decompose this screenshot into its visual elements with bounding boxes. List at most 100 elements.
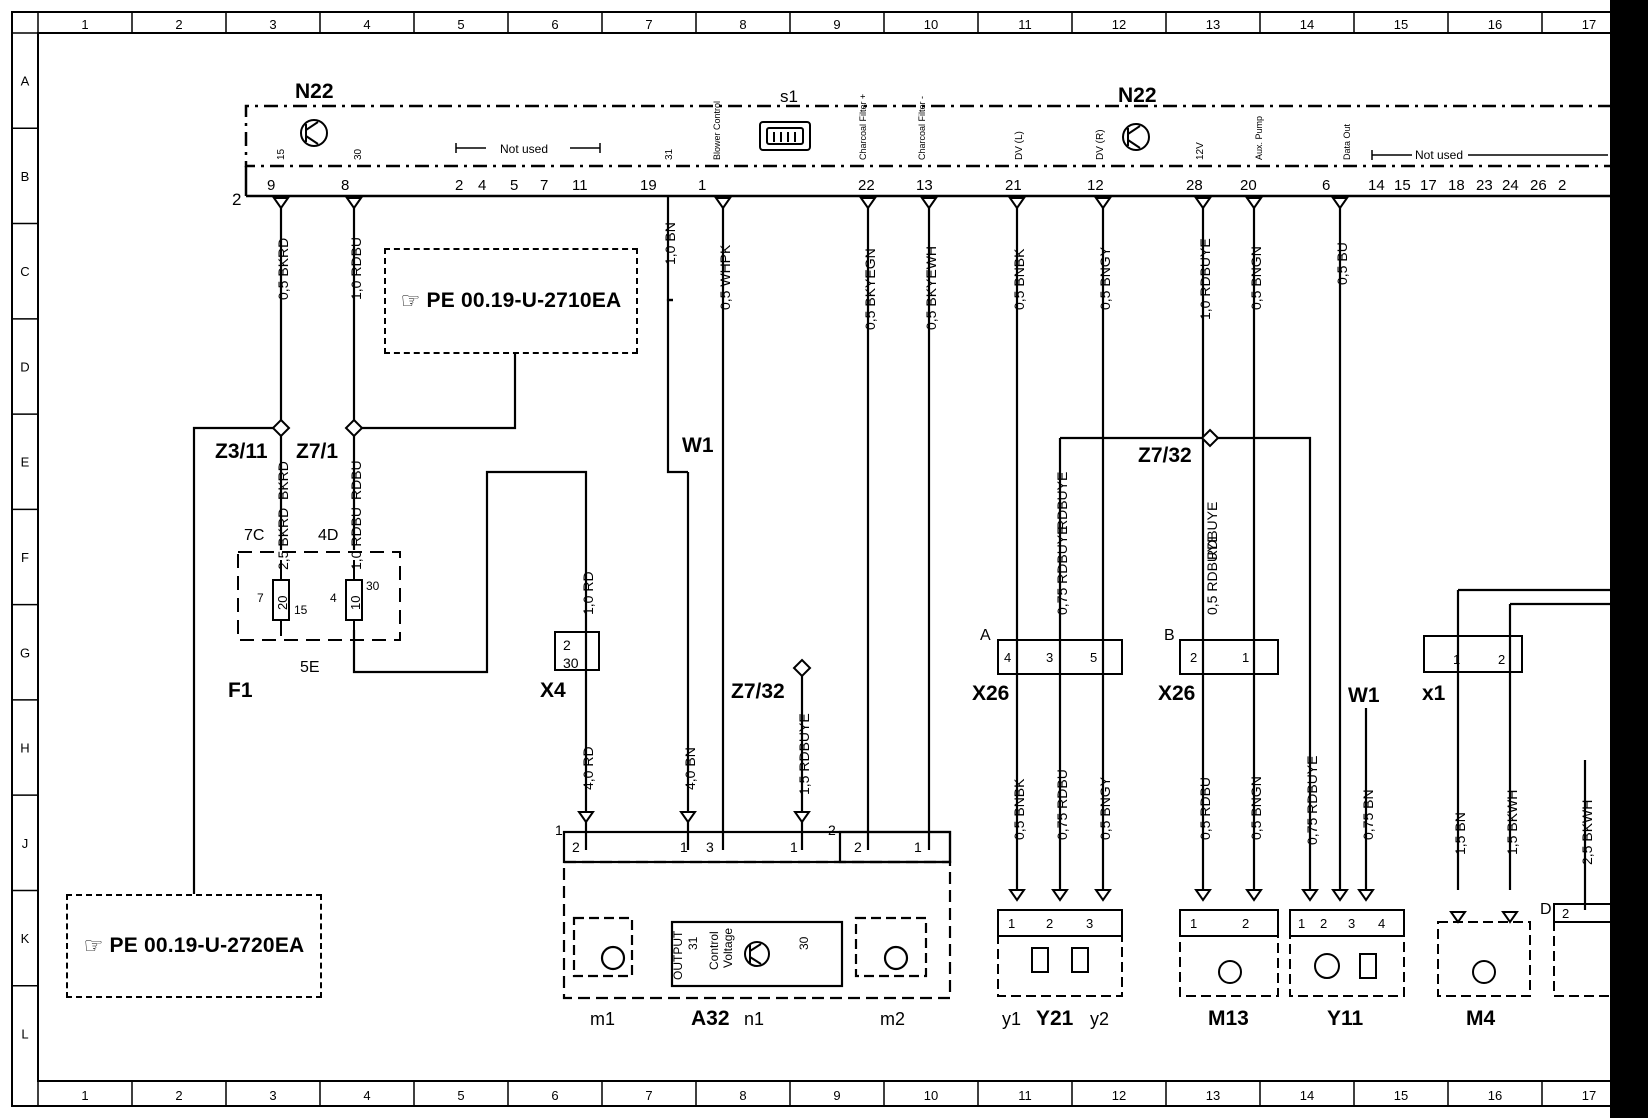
svg-text:1: 1: [1008, 916, 1015, 931]
grid-column-label: 5: [457, 17, 464, 32]
svg-text:3: 3: [1046, 650, 1053, 665]
pin-number: 6: [1322, 177, 1330, 194]
f1-label: F1: [228, 679, 253, 702]
svg-text:0,5 BKRD: 0,5 BKRD: [275, 238, 291, 300]
svg-text:B: B: [1164, 627, 1175, 644]
svg-text:1: 1: [680, 839, 688, 855]
pin-number: 7: [540, 177, 548, 194]
grid-column-label: 1: [81, 1088, 88, 1103]
svg-text:2: 2: [854, 839, 862, 855]
pin-number: 9: [267, 177, 275, 194]
scan-edge: [1610, 0, 1648, 1118]
z7-32-label: Z7/32: [1138, 444, 1192, 467]
svg-text:1,0 RDBU: 1,0 RDBU: [348, 237, 364, 300]
z3-11-label: Z3/11: [215, 440, 268, 463]
w1-ground-label: W1: [1348, 684, 1380, 707]
y11-valve: [1289, 909, 1405, 997]
fuse-box-f1: [237, 551, 401, 641]
grid-column-label: 13: [1206, 1088, 1220, 1103]
svg-text:0,5 BNBK: 0,5 BNBK: [1011, 778, 1027, 840]
grid-column-label: 8: [739, 17, 746, 32]
svg-text:4: 4: [1004, 650, 1011, 665]
svg-text:15: 15: [276, 148, 287, 160]
connector-arrow: [1245, 197, 1263, 210]
connector-arrow: [1194, 889, 1212, 902]
svg-text:0,75 RDBUYE: 0,75 RDBUYE: [1054, 526, 1070, 615]
connector-arrow: [920, 197, 938, 210]
reference-box-pe-2720[interactable]: ☞ PE 00.19-U-2720EA: [66, 894, 322, 998]
grid-column-label: 2: [175, 1088, 182, 1103]
svg-text:1,0 RD: 1,0 RD: [580, 571, 596, 615]
connector-x26: [997, 635, 1523, 675]
y1-label: y1: [1002, 1009, 1021, 1029]
wires: [192, 196, 1612, 940]
switch-label: s1: [780, 87, 798, 106]
pin-number: 22: [858, 177, 875, 194]
grid-column-label: 15: [1394, 17, 1408, 32]
svg-text:15: 15: [294, 603, 308, 617]
svg-text:30: 30: [797, 936, 811, 950]
pin-number: 2: [455, 177, 463, 194]
grid-row-label: F: [21, 550, 29, 565]
svg-text:5: 5: [1090, 650, 1097, 665]
svg-text:1: 1: [1190, 916, 1197, 931]
grid-column-label: 5: [457, 1088, 464, 1103]
svg-text:Aux. Pump: Aux. Pump: [1254, 116, 1264, 160]
svg-text:30: 30: [366, 579, 380, 593]
grid-row-label: G: [20, 645, 30, 660]
svg-text:0,5 WHPK: 0,5 WHPK: [717, 244, 733, 310]
svg-text:1,0 RDBU: 1,0 RDBU: [348, 507, 364, 570]
svg-text:1,5 BN: 1,5 BN: [1452, 812, 1468, 855]
n22-label-left: N22: [295, 80, 334, 103]
grid-column-label: 11: [1018, 17, 1032, 32]
m13-label: M13: [1208, 1007, 1249, 1030]
pointing-hand-icon: ☞: [83, 933, 104, 958]
pin-number: 19: [640, 177, 657, 194]
connector-arrow: [1008, 197, 1026, 210]
pin-number: 13: [916, 177, 933, 194]
transistor-icon: [744, 941, 770, 967]
reference-label: PE 00.19-U-2710EA: [426, 289, 622, 312]
grid-column-label: 12: [1112, 17, 1126, 32]
svg-text:1: 1: [790, 839, 798, 855]
connector-arrow: [1194, 197, 1212, 210]
svg-text:2: 2: [1498, 652, 1505, 667]
svg-text:Voltage: Voltage: [721, 928, 735, 968]
svg-text:Charcoal Filter -: Charcoal Filter -: [917, 96, 927, 160]
m4-motor: [1437, 903, 1613, 997]
pin-function-labels: 15 30 31 Blower Control Charcoal Filter …: [276, 94, 1352, 160]
grid-row-label: K: [21, 931, 30, 946]
pin-number: 1: [698, 177, 706, 194]
connector-arrow: [679, 811, 697, 824]
grid-column-label: 13: [1206, 17, 1220, 32]
pin-number: 23: [1476, 177, 1493, 194]
svg-text:1: 1: [1242, 650, 1249, 665]
grid-column-label: 7: [645, 17, 652, 32]
grid-column-label: 17: [1582, 17, 1596, 32]
svg-text:Control: Control: [707, 931, 721, 970]
a32-label: A32: [691, 1007, 730, 1030]
connector-arrow: [1051, 889, 1069, 902]
svg-text:RDBUYE: RDBUYE: [1054, 472, 1070, 530]
svg-text:1,0 RDBUYE: 1,0 RDBUYE: [1197, 238, 1213, 320]
connector-arrow: [1301, 889, 1319, 902]
svg-text:DV (R): DV (R): [1095, 129, 1106, 160]
svg-text:2: 2: [563, 637, 571, 653]
svg-text:0,5 RDBUYE: 0,5 RDBUYE: [1204, 533, 1220, 615]
svg-text:7C: 7C: [244, 527, 264, 544]
pin-number: 17: [1420, 177, 1437, 194]
svg-text:0,5 BNGN: 0,5 BNGN: [1248, 776, 1264, 840]
svg-text:0,5 BKYEGN: 0,5 BKYEGN: [862, 248, 878, 330]
svg-text:2: 2: [572, 839, 580, 855]
svg-text:0,5 RDBU: 0,5 RDBU: [1197, 777, 1213, 840]
fuse-labels: 7C 4D 5E 20 10 7 15 4 30: [244, 527, 380, 676]
reference-box-pe-2710[interactable]: ☞ PE 00.19-U-2710EA: [384, 248, 638, 354]
connector-arrow: [1094, 889, 1112, 902]
grid-column-label: 1: [81, 17, 88, 32]
svg-text:30: 30: [563, 655, 579, 671]
svg-text:3: 3: [1348, 916, 1355, 931]
svg-text:Blower Control: Blower Control: [712, 101, 722, 160]
